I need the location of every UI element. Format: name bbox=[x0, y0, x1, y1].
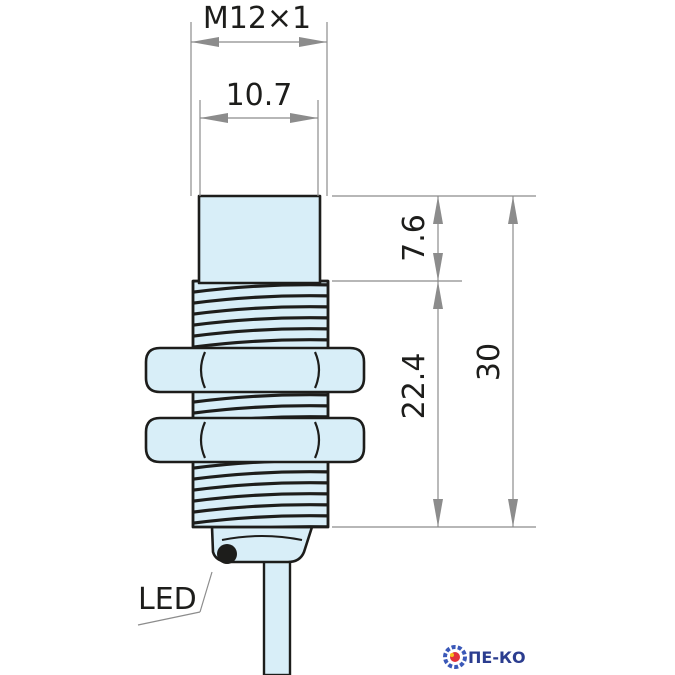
cable-gland bbox=[210, 525, 314, 564]
thread-turn bbox=[193, 327, 328, 338]
thread-turn bbox=[193, 514, 328, 525]
thread-turn bbox=[193, 316, 328, 327]
gear-icon bbox=[443, 645, 467, 669]
cable bbox=[262, 553, 292, 675]
thread-turn bbox=[193, 294, 328, 305]
dimension-total-length-label: 30 bbox=[472, 343, 507, 381]
thread-turn bbox=[193, 283, 328, 294]
dimension-head-line bbox=[433, 196, 443, 281]
dimension-thread-line bbox=[433, 281, 443, 527]
hex-nut-upper bbox=[144, 346, 366, 394]
thread-turn bbox=[193, 492, 328, 503]
dimension-thread-length-label: 22.4 bbox=[397, 353, 432, 420]
threaded-body bbox=[191, 279, 330, 529]
dimension-thread-label: M12×1 bbox=[203, 1, 311, 36]
led-indicator bbox=[217, 544, 237, 564]
thread-turn bbox=[193, 305, 328, 316]
dimension-face-width-label: 10.7 bbox=[226, 78, 293, 113]
hex-nut-lower bbox=[144, 416, 366, 464]
dimension-m12-line bbox=[191, 37, 327, 47]
dimension-face-line bbox=[200, 113, 318, 123]
logo-text: ПЕ-КО bbox=[468, 648, 526, 667]
thread-turn bbox=[193, 338, 328, 349]
sensing-head bbox=[197, 194, 322, 285]
thread-turn bbox=[193, 503, 328, 514]
extension-lines bbox=[137, 22, 536, 626]
thread-turn bbox=[193, 481, 328, 492]
thread-turn bbox=[193, 393, 328, 404]
led-label: LED bbox=[138, 582, 197, 617]
dimension-head-length-label: 7.6 bbox=[397, 214, 432, 262]
thread-turn bbox=[193, 404, 328, 415]
company-logo: ПЕ-КО bbox=[443, 645, 526, 669]
thread-turn bbox=[193, 470, 328, 481]
dimension-total-line bbox=[508, 196, 518, 527]
